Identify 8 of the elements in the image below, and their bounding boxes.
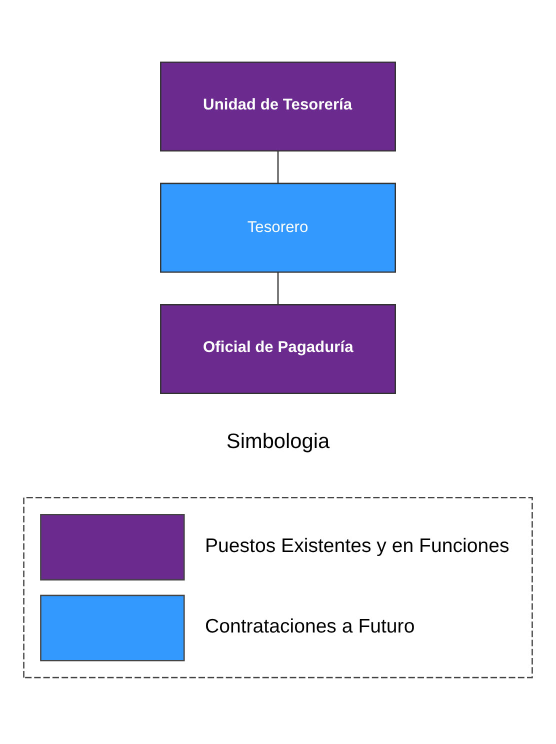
legend-label: Contrataciones a Futuro (204, 615, 415, 638)
connector (277, 272, 279, 304)
legend-label: Puestos Existentes y en Funciones (204, 534, 510, 556)
node-box: Unidad de Tesorería (160, 61, 396, 152)
label: Simbologia (226, 429, 330, 452)
node-box: Tesorero (160, 182, 396, 272)
connector (277, 150, 279, 183)
node-box: Oficial de Pagaduría (160, 304, 396, 394)
